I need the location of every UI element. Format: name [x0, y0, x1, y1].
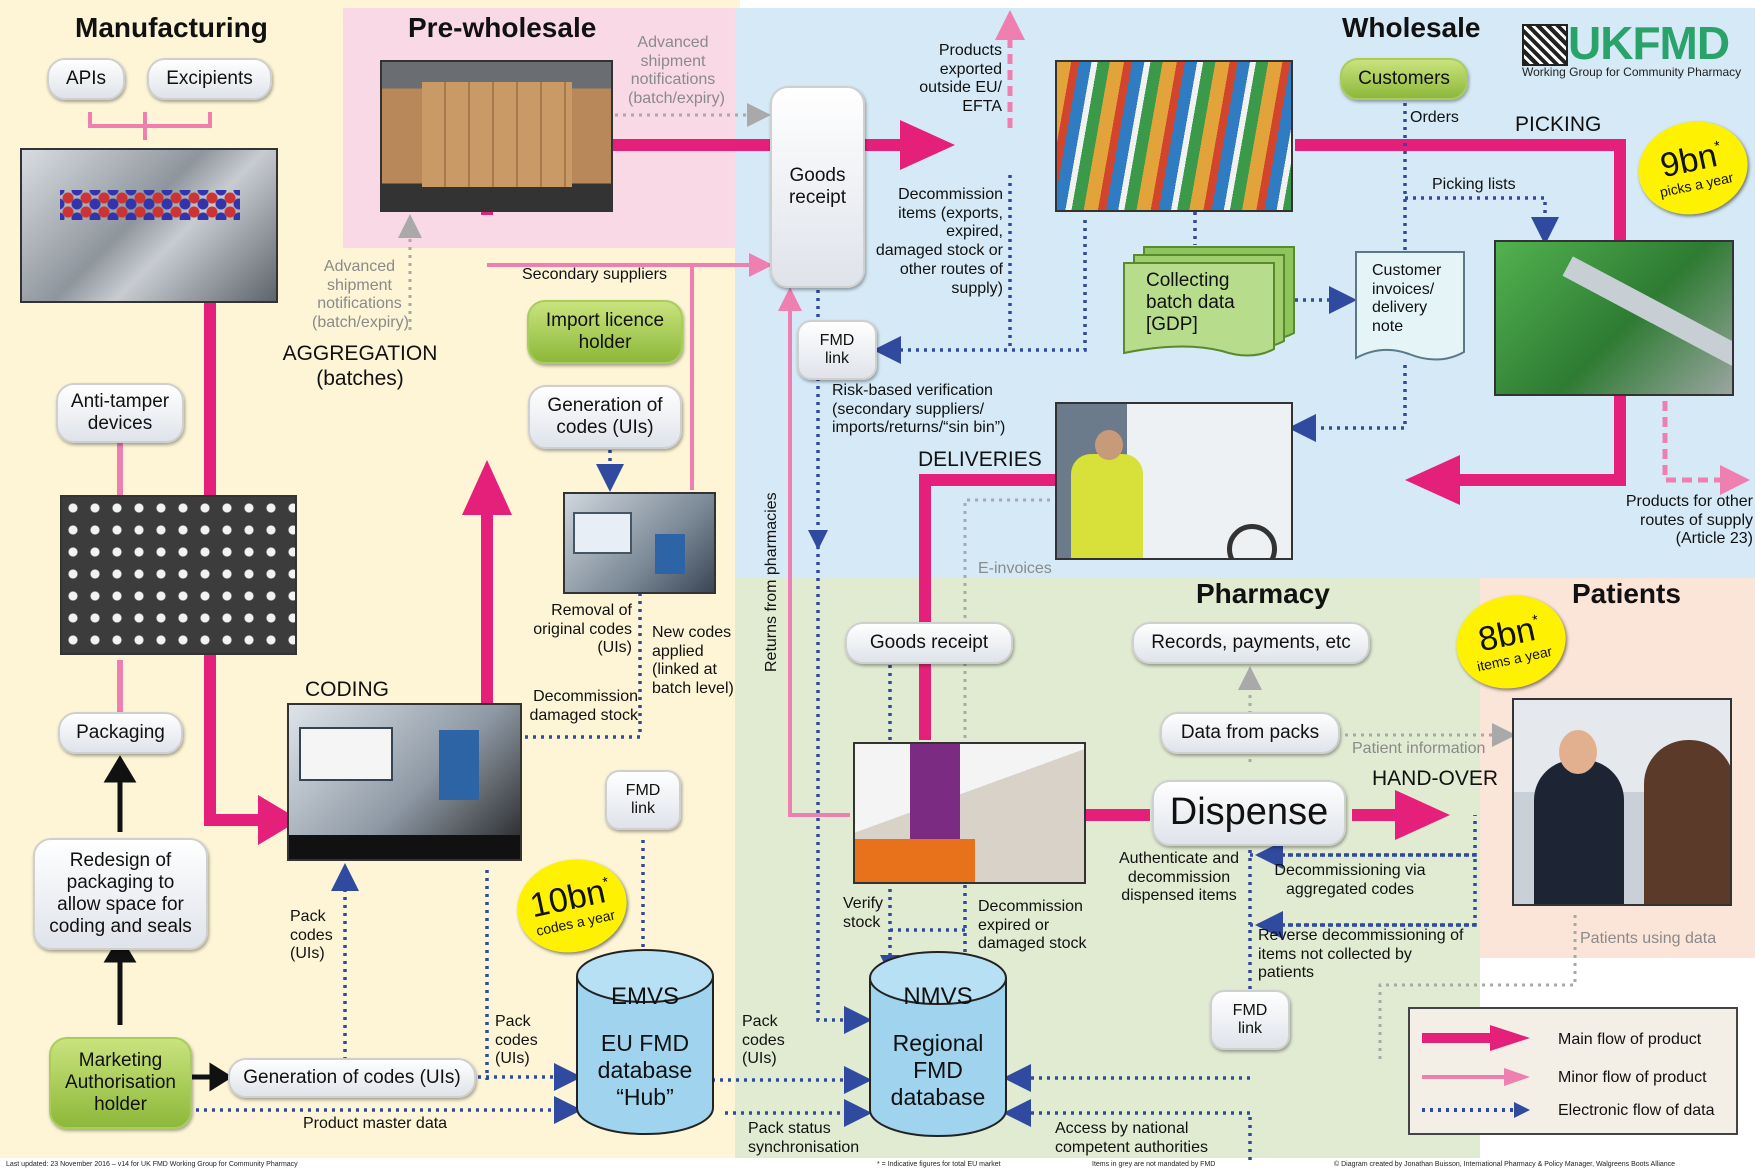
legend-electronic-swatch: [1422, 1102, 1530, 1118]
collecting-batch-text: Collecting batch data [GDP]: [1146, 270, 1235, 336]
label-product-master: Product master data: [303, 1115, 448, 1132]
label-reverse-decomm: Reverse decommissioning of items not col…: [1258, 927, 1464, 982]
manufacturing-machine-photo: [20, 148, 278, 303]
records-payments-node: Records, payments, etc: [1132, 622, 1370, 664]
legend: Main flow of product Minor flow of produ…: [1408, 1007, 1738, 1135]
zone-title-wholesale: Wholesale: [1342, 12, 1481, 43]
legend-minor-swatch: [1422, 1068, 1530, 1086]
nmvs-database: [869, 951, 1007, 1137]
zone-title-manufacturing: Manufacturing: [75, 12, 268, 43]
fmd-link-1-node: FMD link: [605, 770, 681, 830]
pallet-photo: [380, 60, 613, 212]
logo-subtitle: Working Group for Community Pharmacy: [1522, 65, 1742, 79]
main-flow-heads: [258, 120, 1460, 845]
customers-node: Customers: [1340, 58, 1468, 100]
emvs-title: EMVS: [610, 983, 679, 1010]
label-decommission-damaged: Decommission damaged stock: [529, 688, 638, 724]
label-orders: Orders: [1410, 109, 1459, 126]
zone-title-patients: Patients: [1572, 578, 1681, 609]
dispense-node: Dispense: [1152, 780, 1346, 846]
ukfmd-logo: UKFMD Working Group for Community Pharma…: [1522, 17, 1742, 82]
import-licence-holder-node: Import licence holder: [527, 300, 683, 364]
emvs-database: [576, 949, 714, 1135]
footer-mid2: Items in grey are not mandated by FMD: [1092, 1161, 1216, 1168]
packaging-node: Packaging: [58, 712, 183, 754]
label-pack-status: Pack status synchronisation: [748, 1120, 860, 1156]
label-authenticate: Authenticate and decommission dispensed …: [1118, 850, 1240, 905]
zone-title-pharmacy: Pharmacy: [1196, 578, 1330, 609]
legend-minor-label: Minor flow of product: [1558, 1069, 1707, 1086]
label-patient-info: Patient information: [1352, 740, 1486, 757]
delivery-van-photo: [1055, 402, 1293, 560]
blister-tray-photo: [60, 495, 297, 655]
pharmacy-handover-photo: [1512, 698, 1732, 906]
label-patients-using: Patients using data: [1580, 930, 1717, 947]
minor-flow: [117, 10, 1750, 817]
picking-conveyor-photo: [1494, 240, 1734, 396]
label-decommission-expired: Decommission expired or damaged stock: [978, 898, 1087, 953]
generation-of-codes-node: Generation of codes (UIs): [228, 1058, 476, 1098]
label-pack-codes-3: Pack codes (UIs): [742, 1013, 785, 1068]
label-hand-over: HAND-OVER: [1372, 767, 1499, 790]
legend-main-swatch: [1422, 1025, 1530, 1051]
data-from-packs-node: Data from packs: [1160, 712, 1340, 754]
qr-icon: [1522, 24, 1568, 66]
label-adv-ship-1: Advanced shipment notifications (batch/e…: [628, 34, 725, 108]
nmvs-body: Regional FMD database: [890, 1030, 986, 1110]
apis-node: APIs: [47, 58, 125, 100]
excipients-node: Excipients: [147, 58, 272, 100]
anti-tamper-node: Anti-tamper devices: [56, 383, 184, 443]
label-picking-lists: Picking lists: [1432, 176, 1516, 193]
medicine-packs-photo: [853, 742, 1086, 884]
label-removal: Removal of original codes (UIs): [533, 602, 632, 657]
goods-receipt-pharmacy-node: Goods receipt: [845, 622, 1013, 664]
label-adv-ship-2: Advanced shipment notifications (batch/e…: [312, 258, 409, 332]
label-deliveries: DELIVERIES: [918, 448, 1042, 471]
label-secondary-suppliers: Secondary suppliers: [522, 266, 667, 283]
customer-invoices-text: Customer invoices/ delivery note: [1372, 262, 1442, 336]
fmd-link-3-node: FMD link: [1210, 990, 1290, 1050]
emvs-body: EU FMD database “Hub”: [597, 1030, 693, 1110]
black-arrows: [103, 315, 608, 1092]
label-products-other: Products for other routes of supply (Art…: [1625, 493, 1753, 548]
grey-flow: [398, 103, 1577, 1060]
label-risk-based: Risk-based verification (secondary suppl…: [832, 382, 1006, 437]
customer-invoices-doc: [1355, 251, 1465, 361]
collecting-batch-doc: [1123, 246, 1295, 357]
label-access-authorities: Access by national competent authorities: [1055, 1120, 1208, 1156]
warehouse-shelves-photo: [1055, 60, 1293, 212]
legend-main-label: Main flow of product: [1558, 1031, 1702, 1048]
fmd-link-2-node: FMD link: [797, 320, 877, 380]
generation-of-codes-secondary-node: Generation of codes (UIs): [528, 385, 682, 449]
label-pack-codes-2: Pack codes (UIs): [495, 1013, 538, 1068]
footer-mid1: * = Indicative figures for total EU mark…: [877, 1161, 1001, 1168]
label-new-codes: New codes applied (linked at batch level…: [652, 624, 734, 698]
label-aggregation: AGGREGATION (batches): [282, 342, 438, 390]
label-decomm-aggregated: Decommissioning via aggregated codes: [1274, 862, 1426, 898]
nmvs-title: NMVS: [903, 983, 973, 1010]
label-returns: Returns from pharmacies: [763, 492, 780, 672]
label-pack-codes-1: Pack codes (UIs): [290, 908, 333, 963]
goods-receipt-wholesale-node: Goods receipt: [770, 86, 865, 288]
coding-machine-photo: [287, 703, 522, 861]
label-picking: PICKING: [1515, 113, 1602, 136]
recoding-machine-photo: [563, 492, 716, 594]
label-products-exported: Products exported outside EU/ EFTA: [919, 42, 1002, 116]
label-decommission-items: Decommission items (exports, expired, da…: [875, 186, 1003, 297]
redesign-node: Redesign of packaging to allow space for…: [33, 838, 208, 950]
zone-title-prewholesale: Pre-wholesale: [408, 12, 597, 43]
legend-electronic-label: Electronic flow of data: [1558, 1102, 1715, 1119]
label-e-invoices: E-invoices: [978, 560, 1052, 577]
footer-left: Last updated: 23 November 2016 – v14 for…: [6, 1161, 298, 1168]
mah-node: Marketing Authorisation holder: [49, 1037, 192, 1129]
logo-text: UKFMD: [1568, 17, 1730, 69]
label-coding: CODING: [305, 678, 389, 701]
label-verify-stock: Verify stock: [843, 895, 884, 931]
footer-right: © Diagram created by Jonathan Buisson, I…: [1334, 1161, 1676, 1168]
